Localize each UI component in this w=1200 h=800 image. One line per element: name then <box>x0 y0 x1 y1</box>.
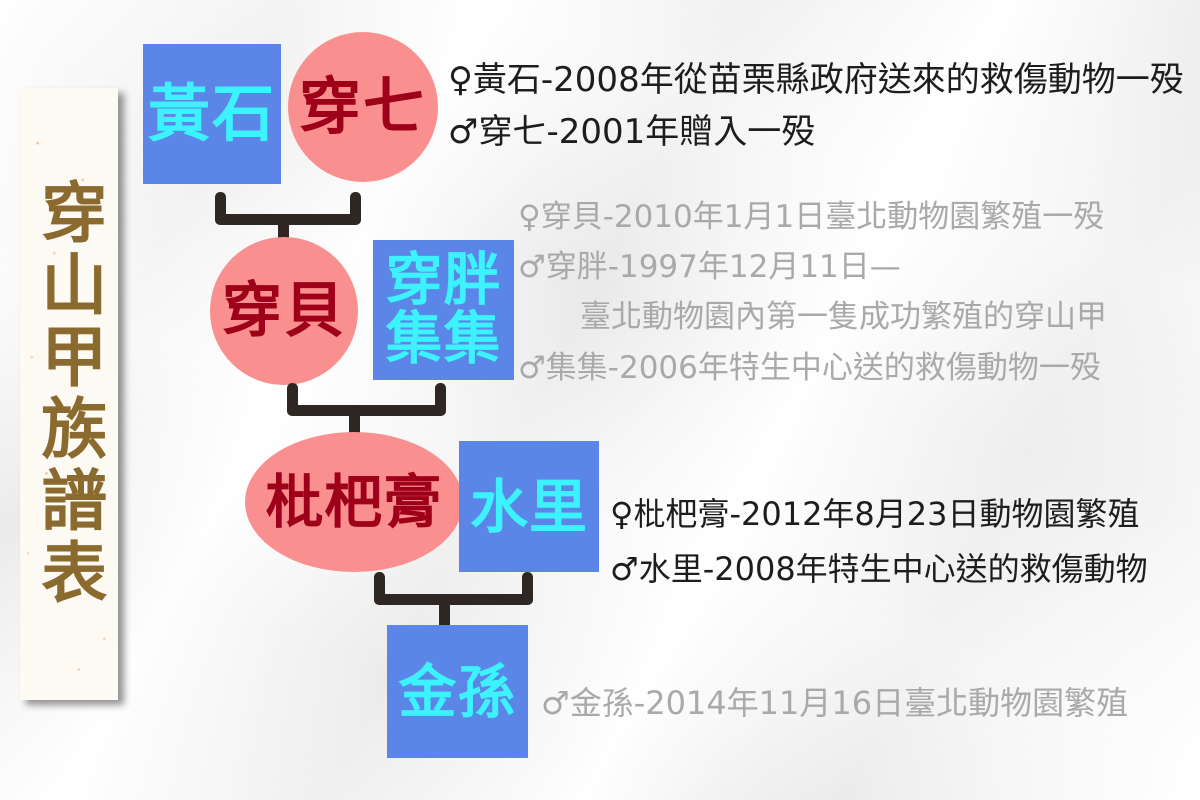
node-chuanqi[interactable]: 穿七 <box>288 32 438 182</box>
node-huangshi[interactable]: 黃石 <box>143 44 281 184</box>
node-shuili[interactable]: 水里 <box>459 441 599 572</box>
annotation-generation1: ♀黃石-2008年從苗栗縣政府送來的救傷動物一殁 ♂穿七-2001年贈入一殁 <box>448 55 1184 158</box>
connector-center-stem <box>439 600 450 630</box>
connector-right-stub <box>522 572 533 604</box>
annotation-line: ♂集集-2006年特生中心送的救傷動物一殁 <box>518 349 1101 386</box>
connector-horizontal-bar <box>215 214 361 225</box>
connector-right-stub <box>435 383 446 415</box>
node-pipagao[interactable]: 枇杷膏 <box>245 432 463 572</box>
annotation-line: ♀枇杷膏-2012年8月23日動物園繁殖 <box>610 495 1140 533</box>
annotation-line: ♂穿胖-1997年12月11日— <box>518 249 901 286</box>
node-pipagao-label: 枇杷膏 <box>265 468 443 536</box>
connector-gen2-gen3 <box>287 383 446 439</box>
annotation-line: ♂水里-2008年特生中心送的救傷動物 <box>610 550 1148 589</box>
node-shuili-label: 水里 <box>469 472 588 541</box>
connector-center-stem <box>278 220 289 248</box>
connector-gen3-gen4 <box>374 572 533 630</box>
node-chuanbei[interactable]: 穿貝 <box>210 237 358 385</box>
annotation-line: ♂穿七-2001年贈入一殁 <box>448 111 816 152</box>
node-jiji-label: 集集 <box>385 306 502 372</box>
annotation-line: ♀穿貝-2010年1月1日臺北動物園繁殖一殁 <box>518 199 1105 235</box>
node-jinsun[interactable]: 金孫 <box>387 625 528 758</box>
node-chuanbei-label: 穿貝 <box>222 276 346 346</box>
connector-center-stem <box>349 411 360 439</box>
connector-left-stub <box>215 192 226 224</box>
annotation-generation4: ♂金孫-2014年11月16日臺北動物園繁殖 <box>541 678 1128 729</box>
connector-left-stub <box>287 383 298 415</box>
node-chuanpang-label: 穿胖 <box>385 247 502 313</box>
title-panel: 穿山甲族譜表 <box>20 88 118 700</box>
connector-right-stub <box>350 192 361 224</box>
node-huangshi-label: 黃石 <box>147 77 276 150</box>
node-chuanpang-jiji[interactable]: 穿胖 集集 <box>373 240 514 380</box>
connector-horizontal-bar <box>374 594 533 605</box>
connector-left-stub <box>374 572 385 604</box>
connector-horizontal-bar <box>287 405 446 416</box>
annotation-line: 臺北動物園內第一隻成功繁殖的穿山甲 <box>518 299 1107 336</box>
annotation-generation2: ♀穿貝-2010年1月1日臺北動物園繁殖一殁 ♂穿胖-1997年12月11日— … <box>518 192 1107 393</box>
node-chuanqi-label: 穿七 <box>298 70 427 143</box>
annotation-line: ♂金孫-2014年11月16日臺北動物園繁殖 <box>541 684 1129 722</box>
node-jinsun-label: 金孫 <box>398 657 517 726</box>
page-title: 穿山甲族譜表 <box>30 178 109 610</box>
annotation-generation3: ♀枇杷膏-2012年8月23日動物園繁殖 ♂水里-2008年特生中心送的救傷動物 <box>610 487 1148 597</box>
connector-gen1-gen2 <box>215 192 361 248</box>
annotation-line: ♀黃石-2008年從苗栗縣政府送來的救傷動物一殁 <box>448 60 1184 100</box>
